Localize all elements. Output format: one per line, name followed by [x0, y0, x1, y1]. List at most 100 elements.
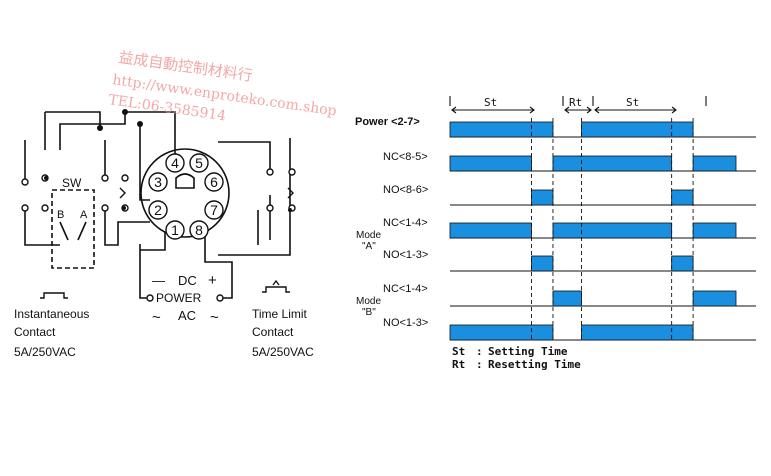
pin-circle — [204, 200, 224, 220]
pin-number: 6 — [210, 174, 218, 190]
row-label-a-no13: NO<1-3> — [383, 249, 428, 261]
instant-contact-line1: Instantaneous — [14, 307, 89, 321]
wire — [125, 111, 176, 158]
pin-number: 8 — [195, 222, 203, 238]
timing-labels: Power <2-7> NC<8-5> NO<8-6> NC<1-4> NO<1… — [355, 116, 428, 329]
high-pulse — [552, 290, 582, 307]
junction-dot — [137, 121, 143, 127]
pin-number: 7 — [210, 202, 218, 218]
dc-minus: — — [152, 273, 165, 288]
delay-mark-icon — [119, 187, 126, 199]
limit-contact-line1: Time Limit — [252, 307, 308, 321]
socket-key — [175, 173, 195, 189]
terminal — [288, 168, 296, 176]
high-pulse — [531, 255, 554, 272]
terminal — [21, 178, 29, 186]
st-label: St — [626, 96, 639, 109]
pin-circle — [189, 153, 209, 173]
mode-a-line2: "A" — [362, 241, 376, 252]
junction-dot — [44, 176, 48, 180]
mode-b-line1: Mode — [356, 296, 381, 307]
pin-number: 4 — [171, 155, 179, 171]
limit-contact-icon — [262, 286, 290, 293]
wire — [204, 232, 233, 299]
timing-legend: St : Setting Time Rt : Resetting Time — [452, 345, 581, 371]
terminal — [146, 294, 154, 302]
terminal — [21, 204, 29, 212]
high-pulse — [692, 155, 737, 172]
legend-st-text: Setting Time — [488, 345, 568, 358]
wire — [139, 124, 150, 201]
wire — [218, 141, 271, 170]
wire — [24, 210, 60, 246]
octal-socket — [140, 148, 230, 238]
high-pulse — [671, 189, 694, 206]
row-label-nc85: NC<8-5> — [383, 151, 428, 163]
ac-tilde-left: ~ — [152, 309, 161, 326]
terminal — [101, 174, 109, 182]
wire — [59, 112, 126, 150]
high-pulse — [671, 255, 694, 272]
pin-number: 1 — [171, 222, 179, 238]
high-pulse — [552, 155, 673, 172]
sw-b-label: B — [57, 209, 64, 221]
legend-rt-text: Resetting Time — [488, 358, 581, 371]
sw-a-label: A — [80, 209, 88, 221]
delay-mark-icon — [287, 187, 294, 199]
pin-circle — [165, 220, 185, 240]
period-markers — [449, 96, 707, 114]
instant-contact-line3: 5A/250VAC — [14, 345, 76, 359]
st-label: St — [484, 96, 497, 109]
pin-number: 5 — [195, 155, 203, 171]
high-pulse — [449, 222, 532, 239]
switch-arm — [59, 221, 69, 241]
arrow-heads — [451, 106, 677, 114]
mode-b-line2: "B" — [362, 307, 376, 318]
mode-a-line1: Mode — [356, 230, 381, 241]
pin-circle — [165, 153, 185, 173]
row-label-no86: NO<8-6> — [383, 184, 428, 196]
limit-contact-line3: 5A/250VAC — [252, 345, 314, 359]
junction-dots — [44, 109, 292, 212]
sw-label: SW — [62, 176, 82, 190]
limit-contact-icon — [272, 279, 280, 286]
terminal — [266, 168, 274, 176]
row-label-b-no13: NO<1-3> — [383, 317, 428, 329]
wiring-diagram — [24, 111, 291, 299]
wiring-labels: SW B A — DC + POWER ~ AC ~ Instantaneous… — [14, 176, 314, 359]
terminal — [41, 204, 49, 212]
instant-contact-icon — [40, 292, 68, 299]
wire — [140, 232, 166, 251]
limit-contact-line2: Contact — [252, 325, 294, 339]
switch-arm — [77, 221, 87, 241]
pin-circle — [148, 172, 168, 192]
rt-label: Rt — [569, 96, 582, 109]
high-pulse — [531, 189, 554, 206]
legend-rt-sep: : — [476, 358, 483, 371]
pin-circle — [204, 172, 224, 192]
high-pulse — [449, 155, 532, 172]
dc-label: DC — [178, 273, 197, 288]
pin-number: 2 — [154, 202, 162, 218]
high-pulse — [581, 121, 694, 138]
ac-tilde-right: ~ — [210, 309, 219, 326]
high-pulse — [692, 290, 737, 307]
dc-plus: + — [208, 272, 217, 289]
pin-circle — [189, 220, 209, 240]
junction-dot — [122, 206, 126, 210]
instant-contact-line2: Contact — [14, 325, 56, 339]
high-pulse — [581, 324, 694, 341]
pin-number: 3 — [154, 174, 162, 190]
junction-dot — [122, 109, 128, 115]
row-label-a-nc14: NC<1-4> — [383, 217, 428, 229]
terminal — [216, 294, 224, 302]
row-label-power: Power <2-7> — [355, 116, 420, 128]
terminal — [121, 174, 129, 182]
timing-chart — [449, 118, 756, 341]
contact-symbols — [40, 187, 294, 299]
wire — [104, 210, 150, 246]
high-pulse — [449, 324, 554, 341]
ac-label: AC — [178, 308, 196, 323]
high-pulse — [449, 121, 554, 138]
